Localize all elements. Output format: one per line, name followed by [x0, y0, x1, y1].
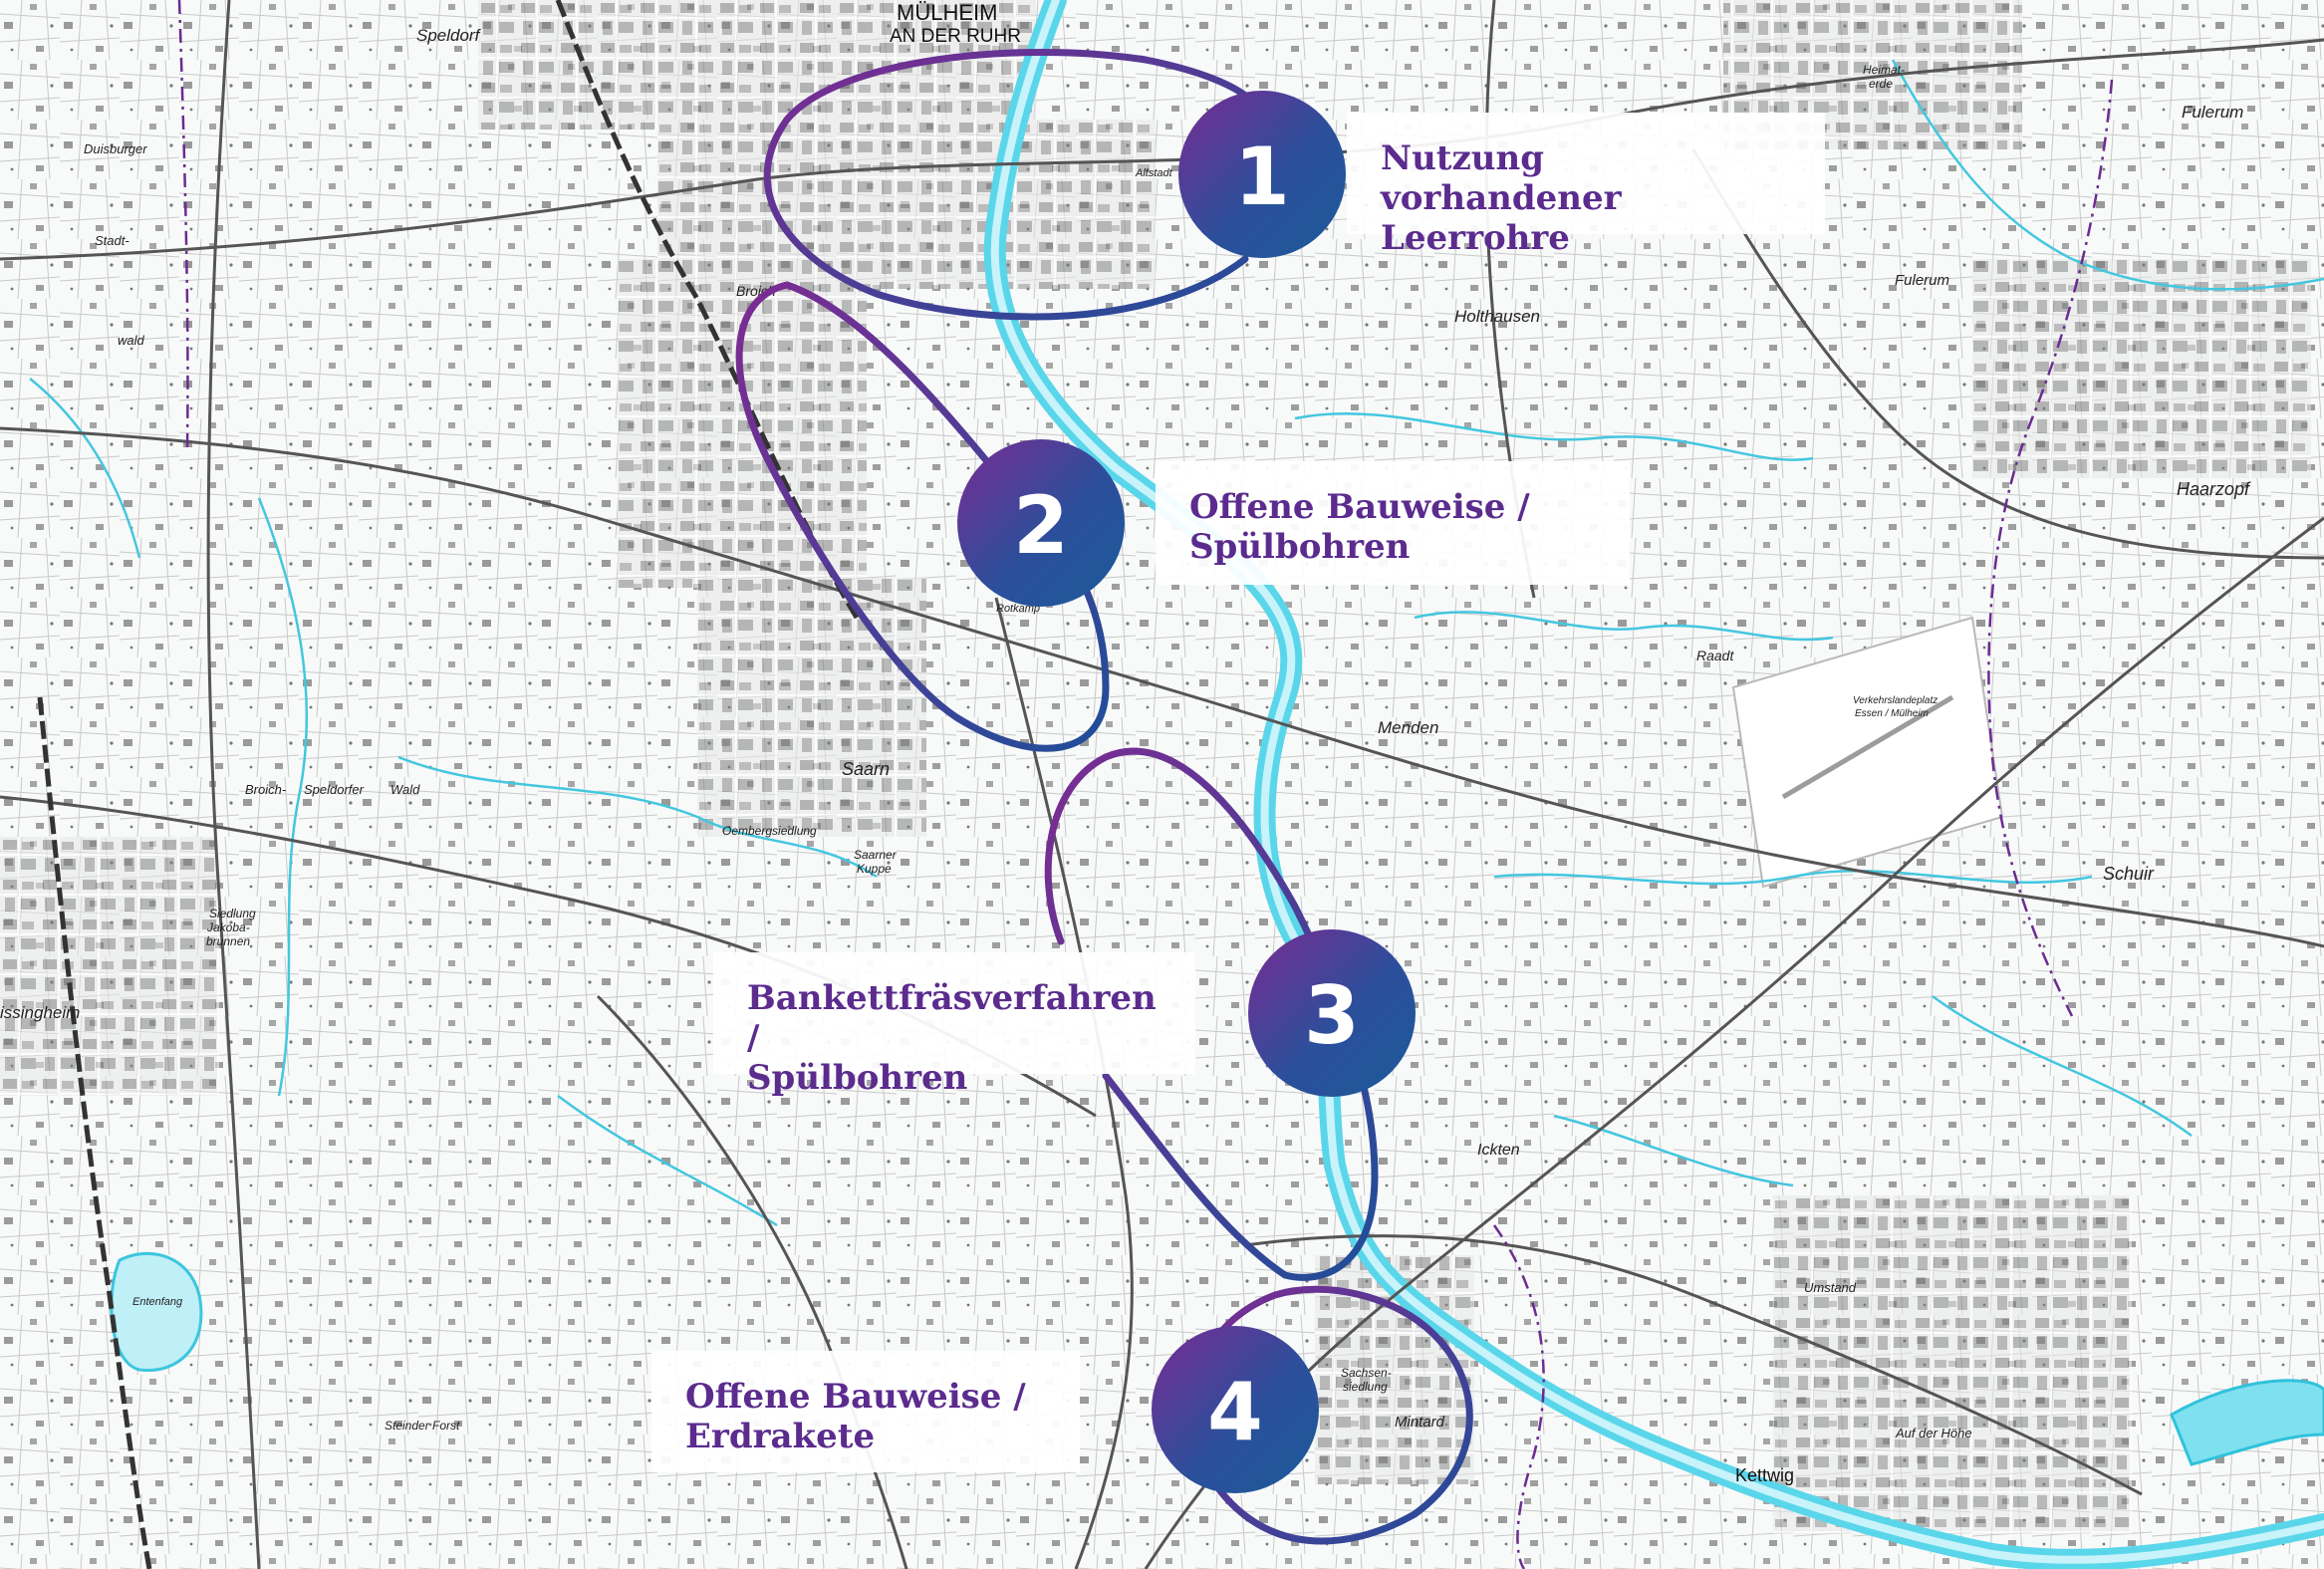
place-label: Oembergsiedlung [722, 824, 817, 838]
place-label: MÜLHEIM [897, 0, 997, 25]
step-callout-2: Offene Bauweise / Spülbohren [1156, 461, 1630, 585]
creeks [29, 59, 2324, 1227]
place-label: Menden [1378, 718, 1438, 737]
place-label: Kuppe [857, 862, 892, 876]
callout-line: Spülbohren [747, 1058, 968, 1098]
place-label: Kettwig [1735, 1465, 1794, 1485]
water-bodies [110, 1251, 2324, 1466]
place-label: Saarn [842, 759, 890, 779]
place-label: Raadt [1696, 648, 1734, 663]
place-label: Haarzopf [2177, 479, 2251, 499]
place-label: brunnen [206, 934, 250, 948]
place-label: Auf der Höhe [1895, 1426, 1972, 1440]
step-number: 1 [1234, 131, 1290, 223]
callout-line: Spülbohren [1189, 527, 1411, 567]
route-loop-1 [763, 49, 1269, 321]
callout-line: Nutzung vorhandener [1381, 138, 1622, 218]
step-marker-3[interactable]: 3 [1248, 929, 1416, 1097]
place-label: Duisburger [84, 141, 147, 156]
step-callout-3: Bankettfräsverfahren / Spülbohren [713, 952, 1195, 1098]
place-label: Fulerum [2182, 103, 2243, 122]
place-label: Broich- [245, 782, 287, 797]
step-number: 2 [1013, 479, 1069, 572]
place-label: Ickten [1477, 1142, 1520, 1159]
place-label: Jakoba- [206, 920, 250, 934]
place-label: Altstadt [1135, 167, 1173, 179]
place-label: Speldorfer [304, 782, 365, 797]
place-label: Holthausen [1454, 307, 1540, 326]
district-boundary [177, 0, 2114, 1569]
callout-line: Offene Bauweise / [1189, 487, 1530, 527]
step-marker-4[interactable]: 4 [1152, 1326, 1319, 1493]
place-label: Stadt- [95, 233, 129, 248]
step-marker-1[interactable]: 1 [1178, 91, 1346, 258]
callout-line: Offene Bauweise / [685, 1377, 1026, 1417]
place-label: Wald [390, 782, 420, 797]
callout-line: Bankettfräsverfahren / [747, 978, 1157, 1058]
callout-line: Erdrakete [685, 1417, 876, 1456]
step-callout-4: Offene Bauweise / Erdrakete [651, 1351, 1080, 1472]
callout-line: Leerrohre [1381, 218, 1570, 258]
place-label: siedlung [1343, 1380, 1388, 1394]
place-label: Mintard [1395, 1414, 1445, 1431]
place-label: Umstand [1804, 1280, 1857, 1295]
step-callout-1: Nutzung vorhandener Leerrohre [1347, 113, 1825, 258]
place-label: Fulerum [1895, 272, 1949, 289]
place-label: Entenfang [132, 1296, 183, 1308]
place-label: Siedlung [209, 907, 256, 920]
step-number: 4 [1207, 1366, 1263, 1458]
place-label: AN DER RUHR [890, 26, 1021, 47]
place-label: wald [118, 333, 145, 348]
place-label: Sachsen- [1341, 1366, 1392, 1380]
place-label: Saarner [854, 848, 898, 862]
place-label: Essen / Mülheim [1855, 708, 1929, 719]
place-label: Heimat- [1863, 63, 1905, 77]
place-label: Speldorf [416, 26, 482, 45]
step-number: 3 [1304, 969, 1360, 1062]
place-label: Steinder Forst [385, 1419, 460, 1433]
place-label: erde [1869, 77, 1893, 91]
urban-areas [0, 0, 2311, 1534]
place-label: Schuir [2103, 864, 2155, 884]
step-marker-2[interactable]: 2 [957, 439, 1125, 607]
place-labels: Speldorf MÜLHEIM AN DER RUHR Fulerum Ful… [0, 0, 2251, 1485]
place-label: Verkehrslandeplatz [1853, 695, 1937, 706]
place-label: issingheim [0, 1003, 80, 1022]
